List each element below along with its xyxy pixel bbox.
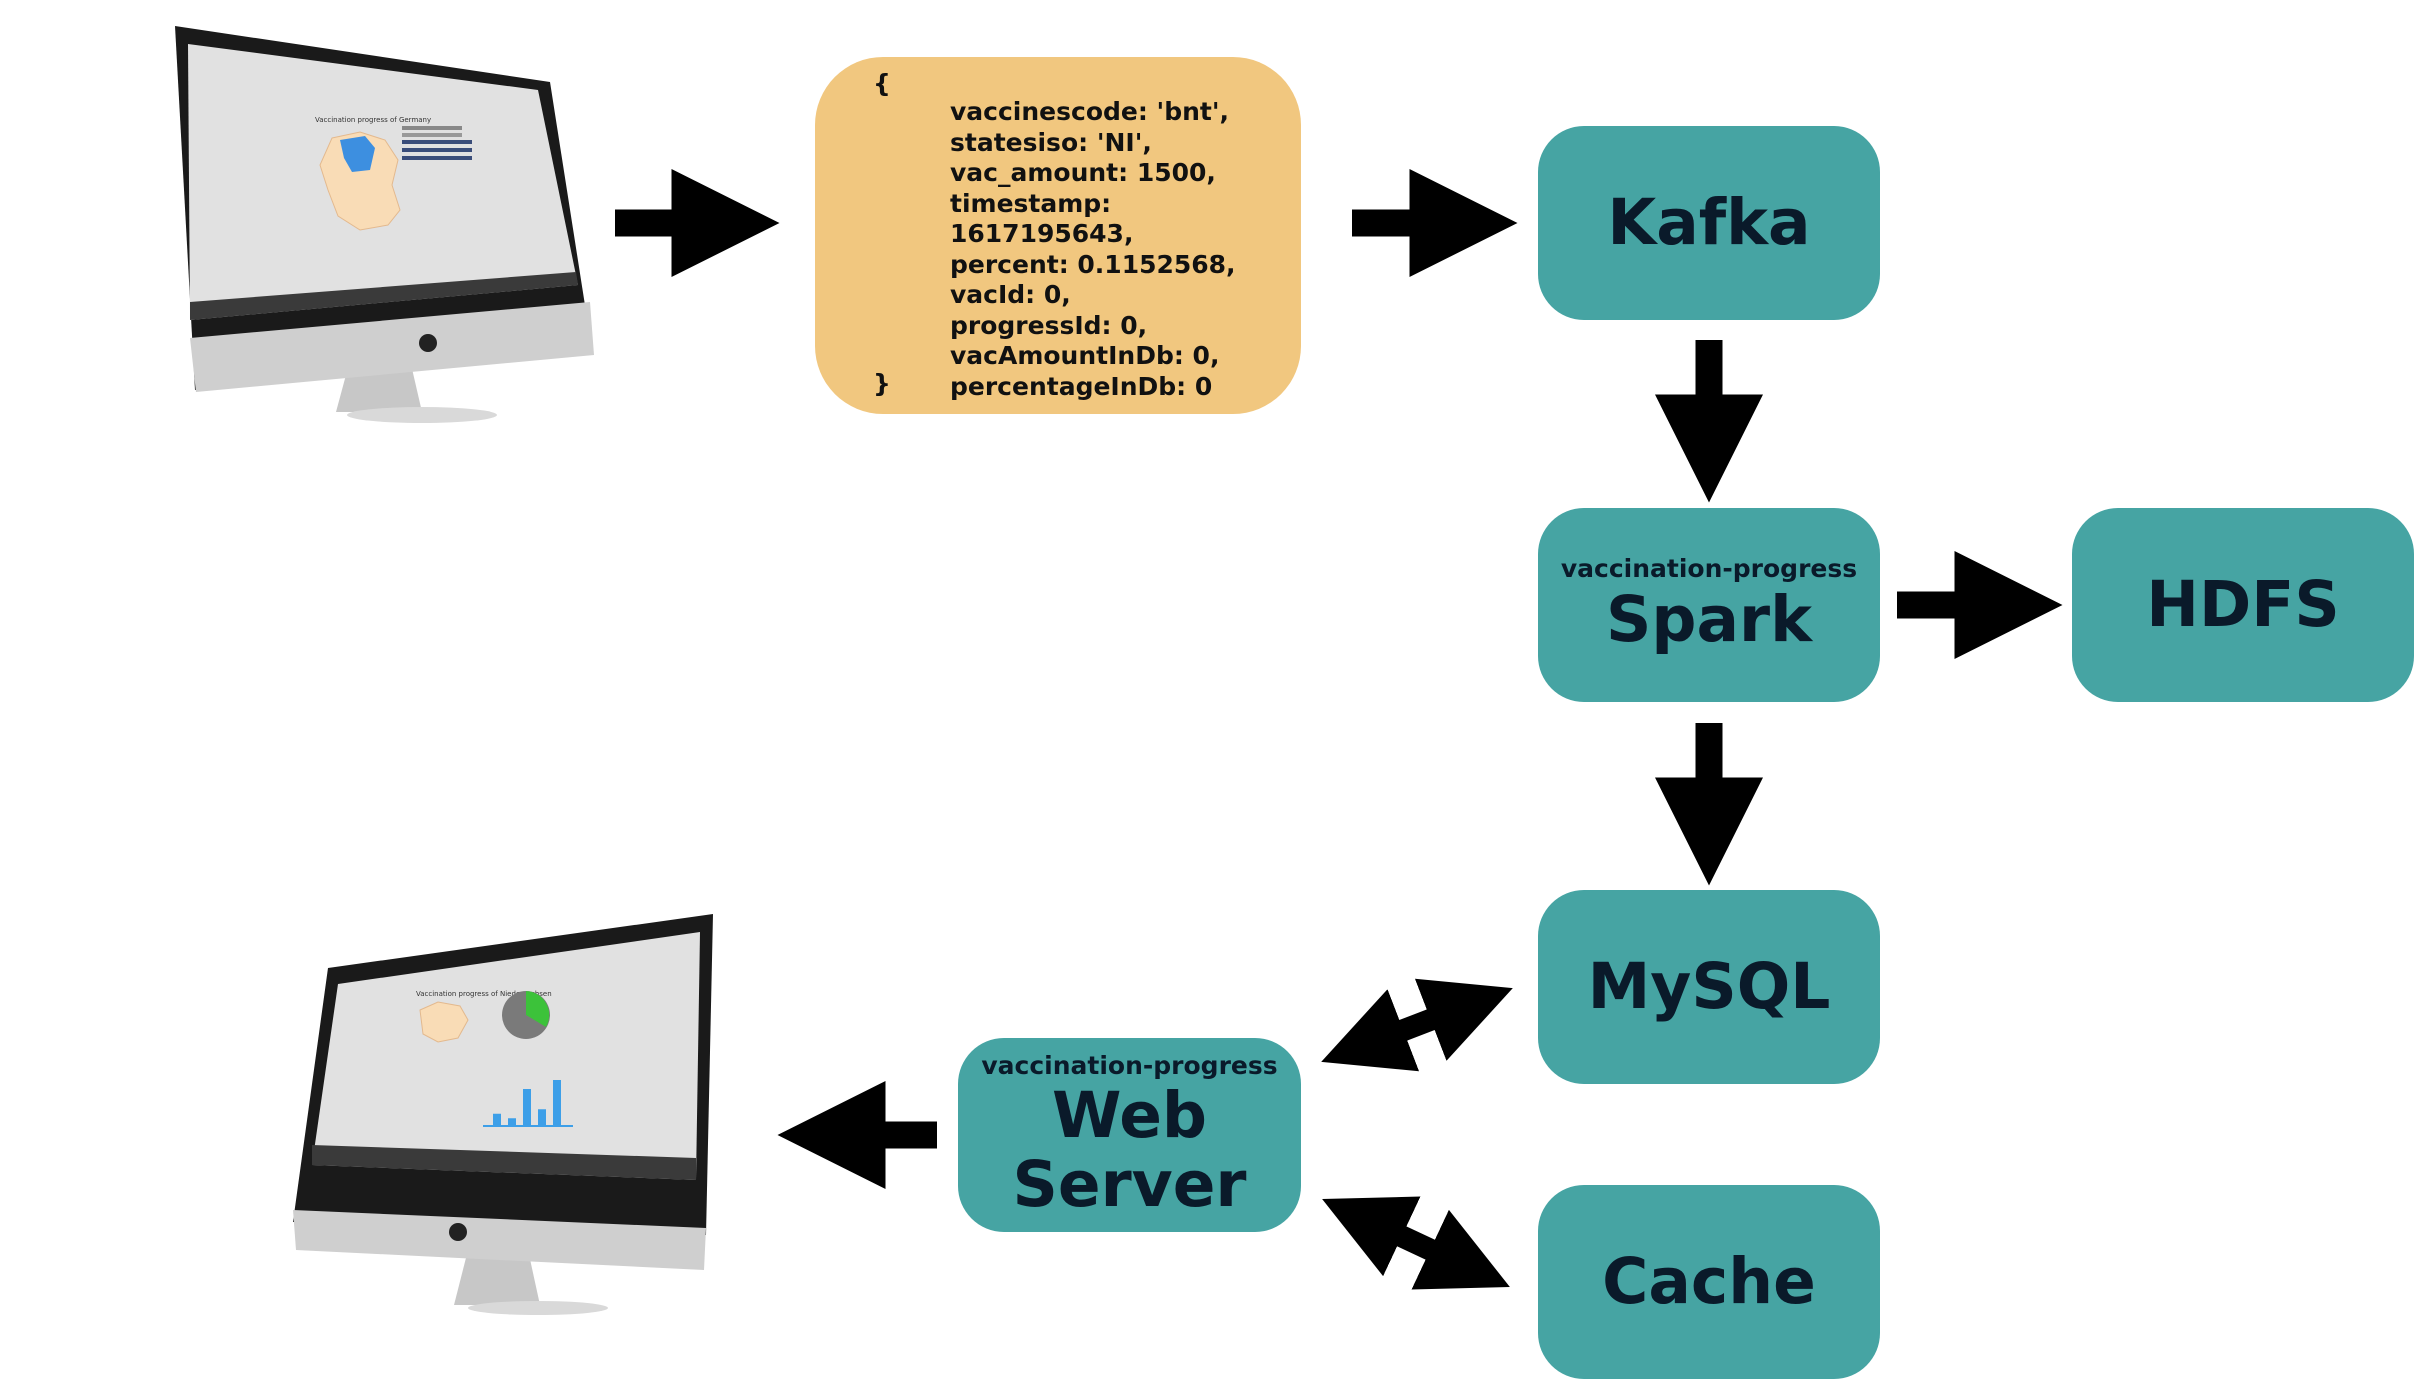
apple-logo-icon	[419, 334, 437, 352]
json-fields: vaccinescode: 'bnt',statesiso: 'NI',vac_…	[950, 97, 1301, 402]
webserver-node: vaccination-progress Web Server	[958, 1038, 1301, 1232]
pie-chart	[502, 991, 550, 1039]
spark-label: Spark	[1606, 582, 1812, 656]
json-field: vacAmountInDb: 0,	[950, 341, 1220, 370]
spark-sublabel: vaccination-progress	[1560, 553, 1858, 583]
spark-node: vaccination-progress Spark	[1538, 508, 1880, 702]
mini-bar	[493, 1113, 501, 1125]
json-field: vac_amount: 1500,	[950, 158, 1216, 187]
mini-bar	[553, 1080, 561, 1125]
json-field: vacId: 0,	[950, 280, 1071, 309]
hdfs-node: HDFS	[2072, 508, 2414, 702]
cache-label: Cache	[1602, 1244, 1816, 1318]
kafka-node: Kafka	[1538, 126, 1880, 320]
json-field: percent: 0.1152568,	[950, 249, 1236, 279]
json-field: vaccinescode: 'bnt',	[950, 97, 1230, 126]
bar-chart	[493, 1080, 561, 1125]
arrow-webserver-cache	[1322, 1196, 1510, 1290]
mini-bar	[523, 1089, 531, 1125]
webserver-label-line2: Server	[1012, 1148, 1247, 1221]
mini-bar	[538, 1109, 546, 1125]
niedersachsen-map	[419, 1001, 469, 1043]
monitor-bottom: Vaccination progress of Niedersachsen	[293, 914, 713, 1315]
json-field: statesiso: 'NI',	[950, 127, 1152, 157]
webserver-sublabel: vaccination-progress	[981, 1050, 1278, 1080]
hdfs-label: HDFS	[2146, 567, 2340, 641]
cache-node: Cache	[1538, 1185, 1880, 1379]
webserver-label-line1: Web	[1051, 1078, 1208, 1152]
mysql-label: MySQL	[1587, 949, 1831, 1023]
mysql-node: MySQL	[1538, 890, 1880, 1084]
arrow-webserver-mysql	[1321, 978, 1513, 1072]
screen-title-bottom: Vaccination progress of Niedersachsen	[416, 990, 552, 998]
json-field: progressId: 0,	[950, 310, 1148, 340]
screen-title-top: Vaccination progress of Germany	[315, 116, 431, 124]
json-close-brace: }	[873, 369, 891, 398]
json-field: timestamp: 1617195643,	[950, 188, 1134, 249]
kafka-label: Kafka	[1607, 185, 1811, 259]
apple-logo-icon-bottom	[449, 1223, 467, 1241]
json-open-brace: {	[873, 69, 891, 98]
mini-bar	[508, 1118, 516, 1125]
json-message-box: { vaccinescode: 'bnt',statesiso: 'NI',va…	[815, 57, 1301, 414]
json-field: percentageInDb: 0	[950, 371, 1213, 401]
monitor-top: Vaccination progress of Germany	[175, 26, 594, 423]
germany-map	[319, 131, 401, 231]
